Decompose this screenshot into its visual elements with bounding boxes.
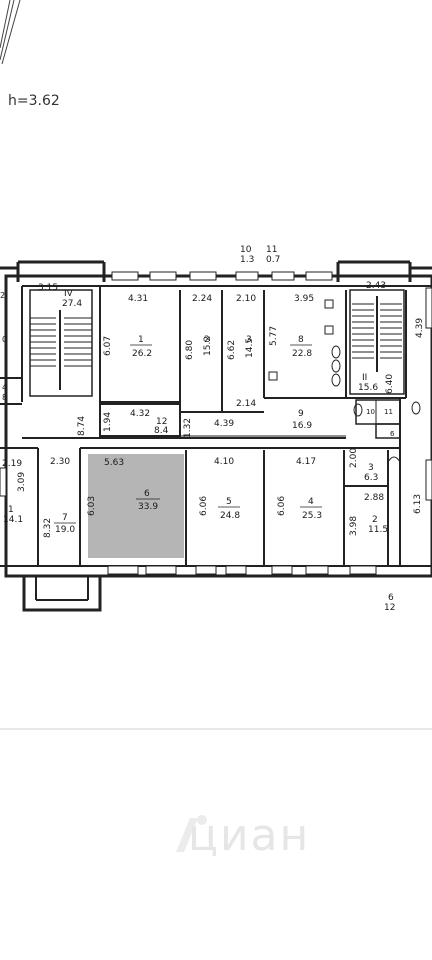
room-9-area: 16.9 bbox=[292, 421, 312, 431]
room-7-dim-b: 8.32 bbox=[43, 518, 53, 538]
room-3-area: 14.5 bbox=[245, 338, 255, 358]
right-room-2-area: 11.5 bbox=[368, 525, 388, 535]
top-10-area: 1.3 bbox=[240, 255, 254, 265]
room-1-number: 1 bbox=[138, 335, 144, 345]
room-2-dim-b: 6.80 bbox=[185, 340, 195, 360]
room-8-fixtures bbox=[268, 299, 421, 463]
outside-6-number: 6 bbox=[388, 593, 394, 603]
right-room-3-dim-b: 2.88 bbox=[364, 493, 384, 503]
room-6-dim-b: 6.03 bbox=[87, 496, 97, 516]
room-6-number: 6 bbox=[144, 489, 150, 499]
right-edge-dim: 4.39 bbox=[415, 318, 425, 338]
room-6-highlight bbox=[88, 454, 184, 558]
room-6-dim-a: 5.63 bbox=[104, 458, 124, 468]
stair-iv-dim: 3.15 bbox=[38, 283, 58, 293]
stair-ii-number: II bbox=[362, 373, 367, 383]
room-7-dim-a: 2.30 bbox=[50, 457, 70, 467]
watermark-text: циан bbox=[188, 810, 311, 861]
left-fragment-8: 8 bbox=[2, 393, 7, 402]
room-7-area: 19.0 bbox=[55, 525, 75, 535]
room-1-dim-a: 4.31 bbox=[128, 294, 148, 304]
watermark-logo-icon bbox=[176, 815, 207, 852]
room-8-area: 22.8 bbox=[292, 349, 312, 359]
top-11-area: 0.7 bbox=[266, 255, 280, 265]
left-fragment-4: 4 bbox=[2, 383, 7, 392]
right-room-3-area: 6.3 bbox=[364, 473, 378, 483]
room-5-number: 5 bbox=[226, 497, 232, 507]
left-fragment-2: 2 bbox=[0, 291, 5, 300]
left-room-1-dim-a: 2.19 bbox=[2, 459, 22, 469]
right-room-3-dim-a: 2.00 bbox=[349, 448, 359, 468]
labels: 4.31 6.07 1 26.2 2.24 6.80 2 15.2 2.10 6… bbox=[0, 245, 425, 613]
room-1-dim-b: 6.07 bbox=[103, 336, 113, 356]
room-4-number: 4 bbox=[308, 497, 314, 507]
room-2-number: 2 bbox=[204, 335, 210, 345]
room-9-dim-a: 4.39 bbox=[214, 419, 234, 429]
left-fragment-0: 0 bbox=[2, 335, 7, 344]
outside-6-area: 12 bbox=[384, 603, 395, 613]
room-4-dim-b: 6.06 bbox=[277, 496, 287, 516]
stair-ii-dim-b: 6.40 bbox=[385, 374, 395, 394]
room-3-dim-b: 6.62 bbox=[227, 340, 237, 360]
room-8-dim-b: 5.77 bbox=[269, 326, 279, 346]
top-10-number: 10 bbox=[240, 245, 252, 255]
left-room-1-area: 14.1 bbox=[3, 515, 23, 525]
room-8-dim-a: 3.95 bbox=[294, 294, 314, 304]
room-6-area: 33.9 bbox=[138, 502, 158, 512]
wc-10: 10 bbox=[366, 408, 375, 416]
wc-11: 11 bbox=[384, 408, 393, 416]
right-room-2-number: 2 bbox=[372, 515, 378, 525]
room-5-dim-b: 6.06 bbox=[199, 496, 209, 516]
room-3-number: 3 bbox=[246, 335, 252, 345]
dim-8-74: 8.74 bbox=[77, 416, 87, 436]
room-9-number: 9 bbox=[298, 409, 304, 419]
room-2-dim-a: 2.24 bbox=[192, 294, 212, 304]
windows bbox=[0, 271, 432, 575]
room-4-dim-a: 4.17 bbox=[296, 457, 316, 467]
room-7-number: 7 bbox=[62, 513, 68, 523]
right-room-2-dim-a: 3.98 bbox=[349, 516, 359, 536]
top-11-number: 11 bbox=[266, 245, 277, 255]
stairs-right bbox=[352, 296, 402, 372]
wc-6: 6 bbox=[390, 430, 395, 438]
ceiling-height-label: h=3.62 bbox=[8, 93, 60, 109]
right-room-3-number: 3 bbox=[368, 463, 374, 473]
room-9-dim-b: 2.14 bbox=[236, 399, 256, 409]
room-4-area: 25.3 bbox=[302, 511, 322, 521]
room-2-area: 15.2 bbox=[203, 336, 213, 356]
stair-iv-area: 27.4 bbox=[62, 299, 82, 309]
room-5-area: 24.8 bbox=[220, 511, 240, 521]
stair-ii-area: 15.6 bbox=[358, 383, 378, 393]
right-room-2-dim-b: 6.13 bbox=[413, 494, 423, 514]
corner-hatching bbox=[0, 0, 21, 65]
room-12-number: 12 bbox=[156, 417, 167, 427]
left-room-1-dim-b: 3.09 bbox=[17, 472, 27, 492]
stair-iv-number: IV bbox=[64, 289, 74, 299]
room-12-area: 8.4 bbox=[154, 426, 169, 436]
room-3-dim-a: 2.10 bbox=[236, 294, 256, 304]
left-room-1-number: 1 bbox=[8, 505, 14, 515]
stair-ii-dim-a: 2.43 bbox=[366, 281, 386, 291]
room-12-dim-a: 4.32 bbox=[130, 409, 150, 419]
stairs-left bbox=[30, 310, 92, 390]
room-12-dim-b: 1.94 bbox=[103, 412, 113, 432]
room-5-dim-a: 4.10 bbox=[214, 457, 234, 467]
room-8-number: 8 bbox=[298, 335, 304, 345]
walls bbox=[0, 260, 432, 612]
dim-1-32: 1.32 bbox=[183, 418, 193, 438]
room-1-area: 26.2 bbox=[132, 349, 152, 359]
